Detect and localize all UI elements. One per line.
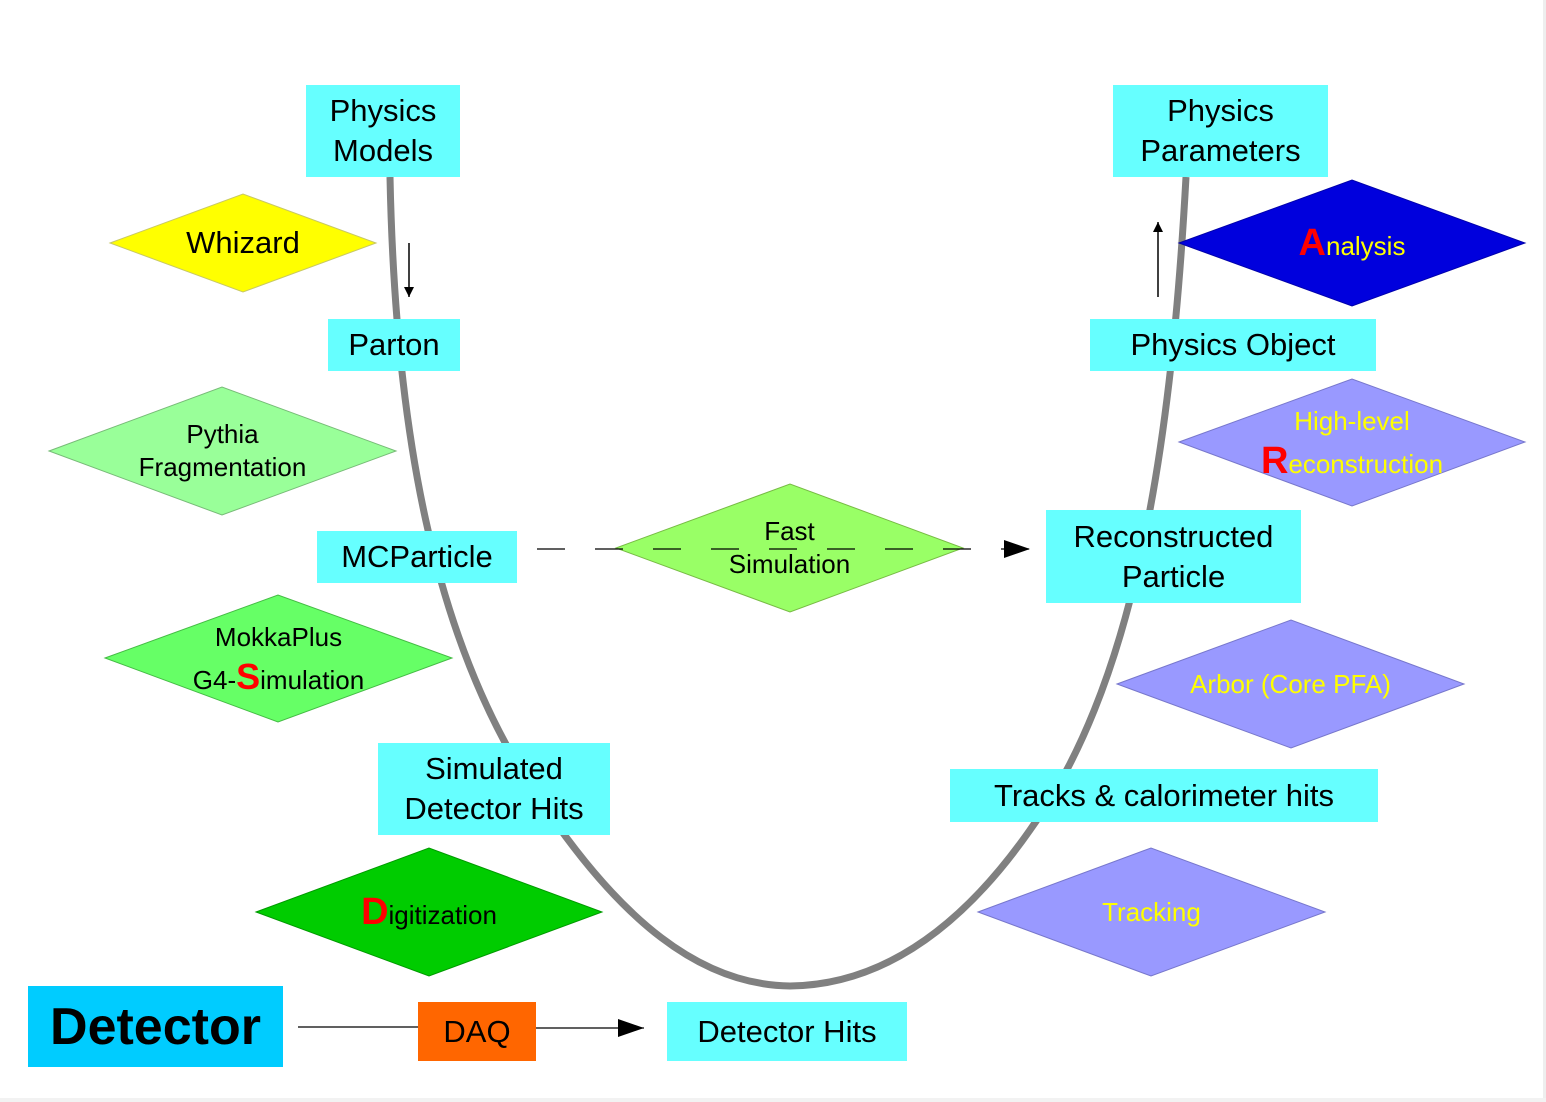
detector-label: Detector <box>50 997 261 1056</box>
mokka-diamond <box>103 594 454 723</box>
whizard-diamond <box>108 193 378 293</box>
physics-object-label: Physics Object <box>1130 327 1336 362</box>
tracks-calorimeter-hits-box: Tracks & calorimeter hits <box>950 769 1378 822</box>
reconstructed-particle-line1: Reconstructed <box>1073 518 1274 554</box>
arbor-diamond <box>1115 619 1466 749</box>
physics-models-line1: Physics <box>329 93 437 128</box>
daq-box: DAQ <box>418 1002 536 1061</box>
reconstructed-particle-box: Reconstructed Particle <box>1046 510 1301 603</box>
mcparticle-box: MCParticle <box>317 531 517 583</box>
analysis-diamond <box>1177 179 1527 307</box>
fast-simulation-diamond <box>614 483 965 613</box>
digitization-diamond <box>254 847 604 977</box>
parton-label: Parton <box>348 327 440 362</box>
page-edge-bottom <box>0 1098 1546 1102</box>
detector-hits-box: Detector Hits <box>667 1002 907 1061</box>
simulated-hits-line1: Simulated <box>425 751 563 786</box>
tracks-calorimeter-label: Tracks & calorimeter hits <box>994 777 1334 813</box>
detector-hits-label: Detector Hits <box>697 1013 877 1049</box>
page-edge-right <box>1543 0 1546 1102</box>
simulated-detector-hits-box: Simulated Detector Hits <box>378 743 610 835</box>
physics-models-line2: Models <box>333 133 433 168</box>
physics-models-box: Physics Models <box>306 85 460 177</box>
reconstructed-particle-line2: Particle <box>1121 558 1226 594</box>
simulated-hits-line2: Detector Hits <box>404 791 584 826</box>
physics-parameters-box: Physics Parameters <box>1113 85 1328 177</box>
physics-parameters-line1: Physics <box>1167 93 1274 128</box>
pythia-diamond <box>47 386 398 516</box>
detector-box: Detector <box>28 986 283 1067</box>
physics-object-box: Physics Object <box>1090 319 1376 371</box>
daq-label: DAQ <box>443 1013 511 1049</box>
mcparticle-label: MCParticle <box>341 539 493 574</box>
physics-parameters-line2: Parameters <box>1140 133 1301 168</box>
high-level-reco-diamond <box>1177 378 1527 507</box>
tracking-diamond <box>976 847 1327 977</box>
parton-box: Parton <box>328 319 460 371</box>
